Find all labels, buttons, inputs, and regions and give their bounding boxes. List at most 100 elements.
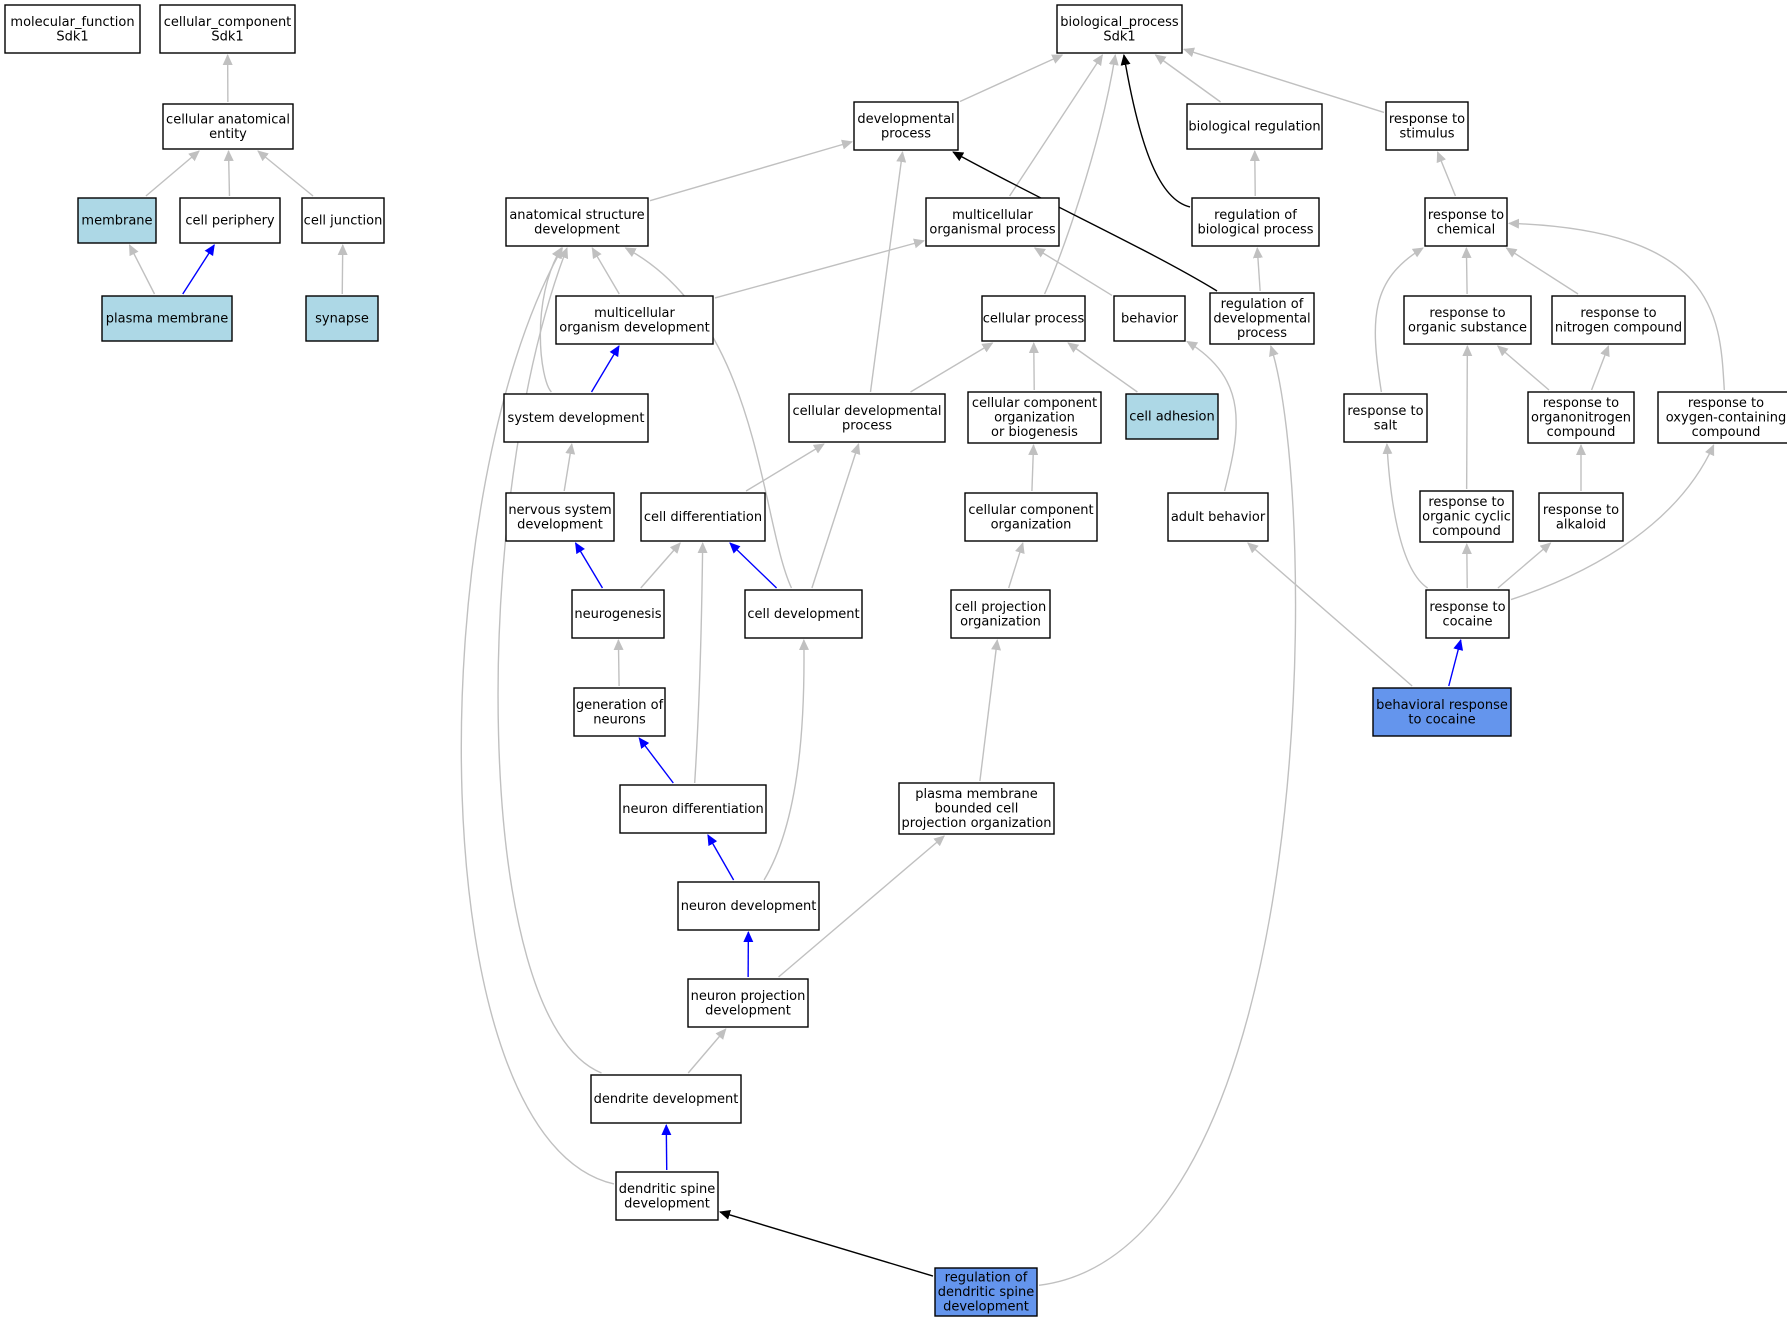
- edge-line: [1508, 218, 1726, 391]
- node-label-line: cellular process: [983, 312, 1085, 327]
- go-term-node-celljunc[interactable]: cell junction: [301, 197, 385, 244]
- node-label-line: plasma membrane: [106, 312, 229, 327]
- edge-line: [869, 151, 907, 393]
- go-term-node-behavior[interactable]: behavior: [1113, 295, 1186, 342]
- go-term-node-adultbeh[interactable]: adult behavior: [1167, 492, 1269, 542]
- node-label-line: neuron projection: [691, 989, 806, 1004]
- node-box: [305, 295, 379, 342]
- node-label-line: organization: [994, 411, 1075, 426]
- edge-is-a-respoxy-to-respchem: [1508, 218, 1726, 391]
- node-label-line: multicellular: [952, 208, 1033, 223]
- go-term-node-membrane[interactable]: membrane: [77, 197, 157, 244]
- node-box: [77, 197, 157, 244]
- node-box: [1527, 391, 1635, 444]
- go-term-node-celladh[interactable]: cell adhesion: [1125, 393, 1219, 440]
- go-term-node-neurogenesis[interactable]: neurogenesis: [571, 589, 665, 639]
- node-box: [744, 589, 863, 639]
- node-label-line: cell adhesion: [1129, 410, 1215, 425]
- edge-line: [693, 542, 708, 784]
- edge-is-a-neurdev-to-celldev: [763, 639, 810, 881]
- go-term-node-celldev[interactable]: cell development: [744, 589, 863, 639]
- node-box: [1113, 295, 1186, 342]
- edge-part-of-neurdev-to-neurdiff: [707, 834, 735, 881]
- node-label-line: organization: [991, 517, 1072, 532]
- node-label-line: response to: [1543, 503, 1619, 518]
- edge-line: [613, 639, 624, 687]
- node-label-line: nitrogen compound: [1555, 320, 1682, 335]
- go-term-node-neurdev[interactable]: neuron development: [677, 881, 820, 931]
- edge-line: [1247, 542, 1413, 687]
- go-term-node-synapse[interactable]: synapse: [305, 295, 379, 342]
- node-box: [1657, 391, 1787, 444]
- node-box: [981, 295, 1086, 342]
- go-term-node-bioreg[interactable]: biological regulation: [1186, 103, 1323, 150]
- go-term-node-dendev[interactable]: dendrite development: [590, 1074, 742, 1124]
- node-label-line: behavior: [1121, 312, 1179, 327]
- go-term-node-cellproc[interactable]: cellular process: [981, 295, 1086, 342]
- node-box: [101, 295, 233, 342]
- edge-line: [687, 1028, 727, 1074]
- node-label-line: compound: [1547, 425, 1616, 440]
- node-label-line: cellular component: [972, 396, 1097, 411]
- node-label-line: neurogenesis: [574, 607, 661, 622]
- go-term-node-neurdiff[interactable]: neuron differentiation: [619, 784, 767, 834]
- node-label-line: Sdk1: [211, 29, 243, 44]
- edge-line: [778, 835, 945, 978]
- edge-is-a-cco-to-ccob: [1028, 444, 1039, 492]
- node-label-line: bounded cell: [935, 802, 1019, 817]
- edge-line: [1461, 247, 1472, 295]
- edge-is-a-resporgcyc-to-resporgsub: [1462, 345, 1473, 490]
- edge-regulates-regdsd-to-dsd: [719, 1210, 934, 1277]
- node-label-line: compound: [1692, 425, 1761, 440]
- edge-is-a-celldiff-to-celldevproc: [745, 443, 825, 492]
- go-term-node-sysdev[interactable]: system development: [503, 393, 649, 443]
- node-label-line: process: [881, 126, 931, 141]
- edge-line: [745, 443, 825, 492]
- node-label-line: membrane: [81, 214, 152, 229]
- go-term-node-cellperiph[interactable]: cell periphery: [179, 197, 281, 244]
- node-label-line: response to: [1428, 495, 1504, 510]
- edge-line: [1154, 54, 1221, 103]
- node-label-line: response to: [1428, 208, 1504, 223]
- node-label-line: or biogenesis: [991, 425, 1078, 440]
- edge-is-a-celldev-to-celldevproc: [811, 443, 861, 589]
- node-box: [950, 589, 1051, 639]
- go-term-node-plasmamem[interactable]: plasma membrane: [101, 295, 233, 342]
- node-label-line: stimulus: [1399, 126, 1454, 141]
- edge-line: [811, 443, 861, 589]
- edge-is-a-celldevproc-to-cellproc: [910, 342, 994, 393]
- go-term-node-celldiff[interactable]: cell differentiation: [640, 492, 766, 542]
